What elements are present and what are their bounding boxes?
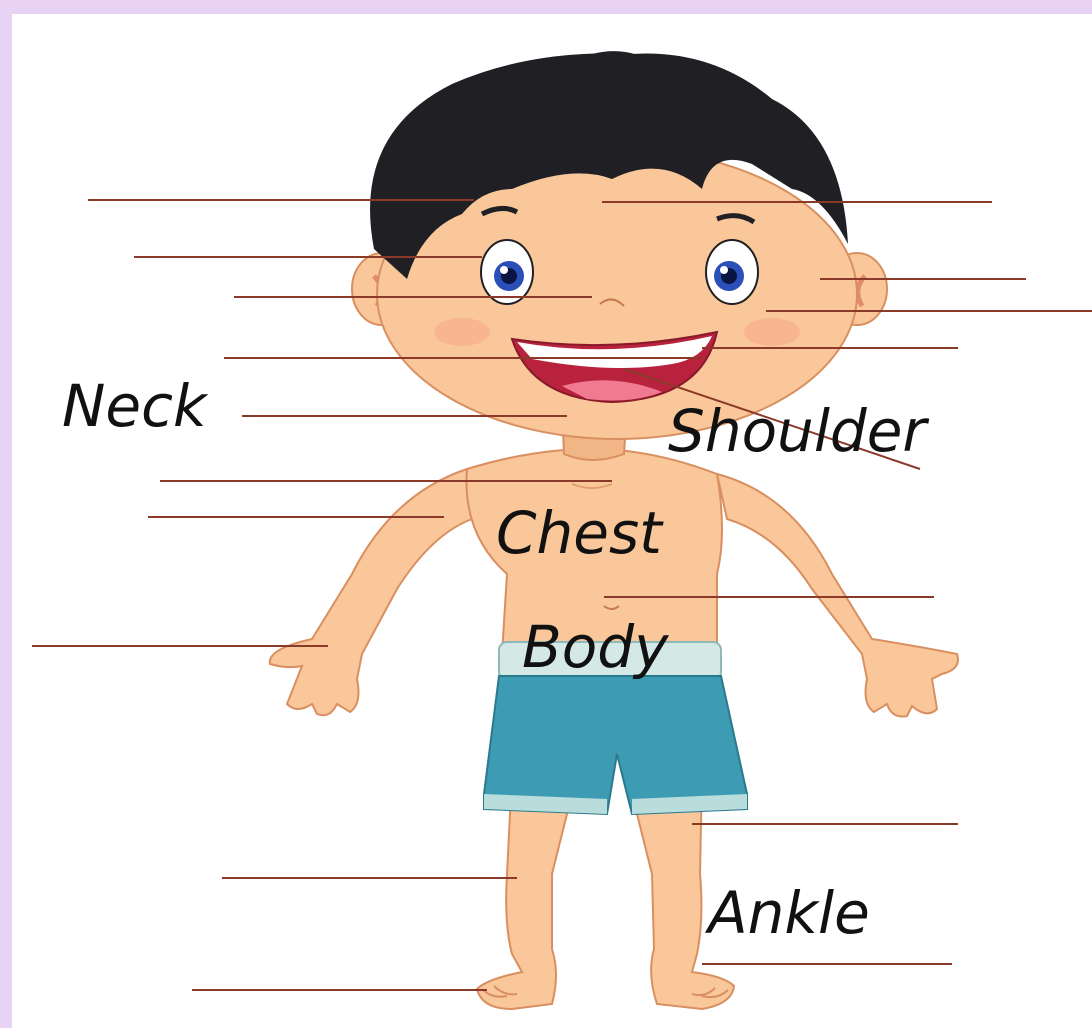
label-ankle: Ankle <box>708 884 870 942</box>
label-neck: Neck <box>62 377 207 435</box>
label-chest: Chest <box>496 504 662 562</box>
label-shoulder: Shoulder <box>668 402 926 460</box>
label-body: Body <box>522 618 668 676</box>
worksheet-page: Neck Shoulder Chest Body Ankle <box>12 14 1092 1028</box>
